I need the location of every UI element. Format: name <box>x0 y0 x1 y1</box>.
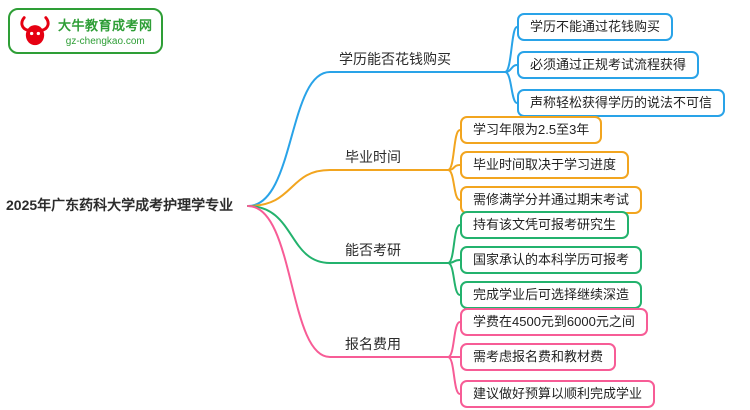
branch-curve <box>247 169 449 207</box>
leaf-curve <box>504 71 518 104</box>
leaf-node: 需修满学分并通过期末考试 <box>460 186 643 214</box>
leaf-node: 国家承认的本科学历可报考 <box>460 246 643 274</box>
leaf-node: 学费在4500元到6000元之间 <box>460 308 648 336</box>
leaf-node: 学习年限为2.5至3年 <box>460 116 603 144</box>
leaf-curve <box>447 259 461 264</box>
branch-label-0: 学历能否花钱购买 <box>339 51 451 67</box>
leaf-curve <box>504 26 518 73</box>
leaf-node: 持有该文凭可报考研究生 <box>460 211 630 239</box>
leaf-curve <box>447 321 461 358</box>
leaf-curve <box>447 262 461 296</box>
leaf-node: 毕业时间取决于学习进度 <box>460 151 630 179</box>
site-name: 大牛教育成考网 <box>58 18 153 33</box>
leaf-curve <box>447 356 461 395</box>
branch-label-2: 能否考研 <box>345 242 401 258</box>
leaf-curve <box>447 224 461 264</box>
branch-label-3: 报名费用 <box>345 336 401 352</box>
bull-icon <box>20 16 50 46</box>
leaf-node: 需考虑报名费和教材费 <box>460 343 617 371</box>
leaf-node: 完成学业后可选择继续深造 <box>460 281 643 309</box>
leaf-node: 声称轻松获得学历的说法不可信 <box>517 89 726 117</box>
root-topic: 2025年广东药科大学成考护理学专业 <box>6 197 234 213</box>
leaf-curve <box>447 129 461 171</box>
leaf-node: 建议做好预算以顺利完成学业 <box>460 380 656 408</box>
site-url: gz-chengkao.com <box>65 36 145 47</box>
branch-label-1: 毕业时间 <box>345 149 401 165</box>
leaf-node: 学历不能通过花钱购买 <box>517 13 674 41</box>
leaf-node: 必须通过正规考试流程获得 <box>517 51 700 79</box>
leaf-curve <box>447 169 461 201</box>
leaf-curve <box>504 64 518 73</box>
leaf-curve <box>447 164 461 171</box>
site-logo: 大牛教育成考网 gz-chengkao.com <box>8 8 163 54</box>
branch-curve <box>247 205 449 358</box>
